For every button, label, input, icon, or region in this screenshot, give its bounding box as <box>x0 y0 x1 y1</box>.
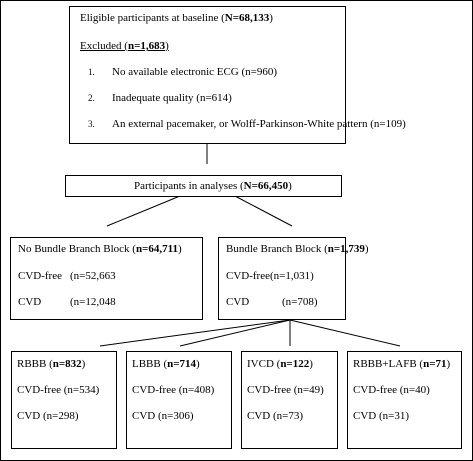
bbb-cvd-label: CVD <box>226 296 250 308</box>
connector-bbb-to-lbbb <box>179 319 291 347</box>
reason-2-text: Inadequate quality (n=614) <box>112 92 232 104</box>
baseline-close: ) <box>269 12 273 24</box>
rbbb-lafb-cvd-free: CVD-free (n=40) <box>353 384 430 396</box>
reason-3-number: 3. <box>88 119 95 129</box>
ivcd-cvd-free: CVD-free (n=49) <box>247 384 324 396</box>
no-bbb-cvd-label: CVD <box>18 296 42 308</box>
ivcd-count: n=122 <box>280 358 310 370</box>
no-bbb-cvd: CVD (n=12,048 <box>18 296 116 309</box>
analysis-close: ) <box>288 180 292 192</box>
bbb-label: Bundle Branch Block ( <box>226 243 328 255</box>
rbbb-cvd: CVD (n=298) <box>17 410 79 422</box>
reason-1-text: No available electronic ECG (n=960) <box>112 66 278 78</box>
lbbb-close: ) <box>196 358 200 370</box>
rbbb-heading: RBBB (n=832) <box>17 358 85 371</box>
subtype-rbbb <box>11 351 117 449</box>
bbb-cvd: CVD (n=708) <box>226 296 318 309</box>
no-bbb-cvd-free-label: CVD-free <box>18 270 62 282</box>
bbb-close: ) <box>364 243 369 255</box>
excluded-count: n=1,683 <box>127 40 166 52</box>
rbbb-cvd-free: CVD-free (n=534) <box>17 384 100 396</box>
analysis-label: Participants in analyses ( <box>134 180 244 192</box>
no-bbb-heading: No Bundle Branch Block (n=64,711) <box>18 243 182 256</box>
excluded-heading: Excluded (n=1,683) <box>80 40 169 53</box>
bbb-cvd-free-count: (n=1,031) <box>269 270 314 282</box>
lbbb-heading: LBBB (n=714) <box>132 358 200 371</box>
no-bbb-box <box>10 237 203 320</box>
ivcd-label: IVCD ( <box>247 358 281 370</box>
ivcd-heading: IVCD (n=122) <box>247 358 313 371</box>
baseline-heading: Eligible participants at baseline (N=68,… <box>80 12 273 25</box>
connector-analysis-to-no-bbb <box>106 195 181 227</box>
lbbb-count: n=714 <box>167 358 197 370</box>
bbb-cvd-count: (n=708) <box>282 296 318 308</box>
bbb-box <box>218 237 346 320</box>
reason-3: 3. An external pacemaker, or Wolff-Parkin… <box>88 118 406 131</box>
ivcd-cvd: CVD (n=73) <box>247 410 304 422</box>
reason-3-text: An external pacemaker, or Wolff-Parkinso… <box>112 118 406 130</box>
baseline-box <box>69 6 346 144</box>
rbbb-lafb-count: n=71 <box>423 358 447 370</box>
no-bbb-label: No Bundle Branch Block ( <box>18 243 136 255</box>
bbb-heading: Bundle Branch Block (n=1,739) <box>226 243 369 256</box>
excluded-close: ) <box>165 40 169 52</box>
lbbb-cvd-free: CVD-free (n=408) <box>132 384 215 396</box>
no-bbb-cvd-free: CVD-free (n=52,663 <box>18 270 116 283</box>
rbbb-label: RBBB ( <box>17 358 53 370</box>
bbb-cvd-free: CVD-free(n=1,031) <box>226 270 314 283</box>
connector-analysis-to-bbb <box>234 195 293 227</box>
no-bbb-close: ) <box>177 243 182 255</box>
lbbb-cvd: CVD (n=306) <box>132 410 194 422</box>
analysis-heading: Participants in analyses (N=66,450) <box>134 180 292 193</box>
no-bbb-count: n=64,711 <box>135 243 178 255</box>
no-bbb-cvd-count: (n=12,048 <box>70 296 116 308</box>
connector-bbb-to-rbbb <box>99 319 291 347</box>
rbbb-lafb-label: RBBB+LAFB ( <box>353 358 424 370</box>
subtype-lbbb <box>126 351 232 449</box>
reason-2: 2. Inadequate quality (n=614) <box>88 92 232 105</box>
reason-2-number: 2. <box>88 93 95 103</box>
baseline-label: Eligible participants at baseline ( <box>80 12 225 24</box>
excluded-label: Excluded ( <box>80 40 128 52</box>
bbb-cvd-free-label: CVD-free <box>226 270 270 282</box>
lbbb-label: LBBB ( <box>132 358 168 370</box>
ivcd-close: ) <box>309 358 313 370</box>
bbb-count: n=1,739 <box>327 243 365 255</box>
reason-1: 1. No available electronic ECG (n=960) <box>88 66 277 79</box>
no-bbb-cvd-free-count: (n=52,663 <box>70 270 116 282</box>
reason-1-number: 1. <box>88 67 95 77</box>
connector-bbb-to-rbbb-lafb <box>289 319 401 347</box>
subtype-ivcd <box>241 351 338 449</box>
rbbb-count: n=832 <box>52 358 82 370</box>
rbbb-lafb-close: ) <box>446 358 451 370</box>
rbbb-lafb-cvd: CVD (n=31) <box>353 410 410 422</box>
rbbb-lafb-heading: RBBB+LAFB (n=71) <box>353 358 450 371</box>
rbbb-close: ) <box>81 358 86 370</box>
baseline-count: N=68,133 <box>224 12 270 24</box>
analysis-count: N=66,450 <box>243 180 289 192</box>
analysis-box <box>65 175 342 197</box>
subtype-rbbb-lafb <box>347 351 462 449</box>
